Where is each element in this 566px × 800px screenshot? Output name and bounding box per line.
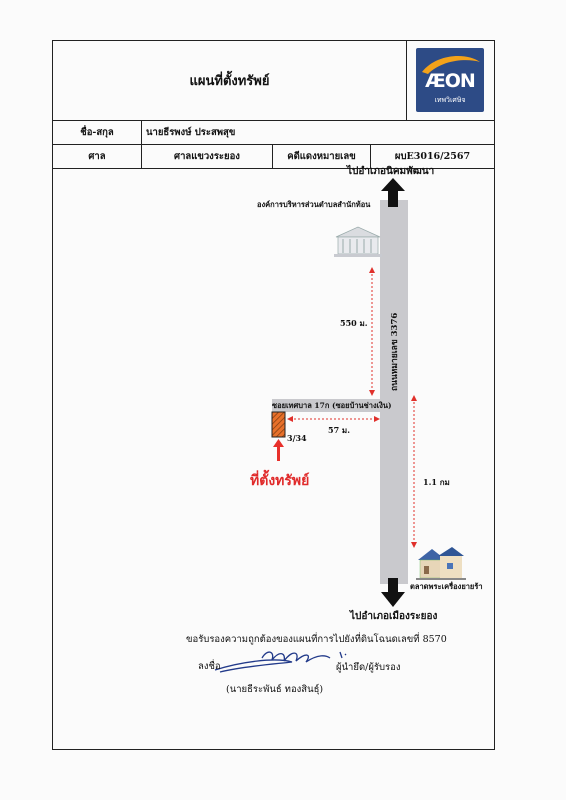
property-plot bbox=[271, 411, 286, 438]
distance-1-1-label: 1.1 กม bbox=[423, 477, 450, 487]
government-building-icon bbox=[334, 226, 382, 257]
name-label: ชื่อ-สกุล bbox=[53, 121, 142, 144]
logo-subtext: เทพวิเศษิจ bbox=[434, 96, 466, 104]
north-destination-label: ไปอำเภอนิคมพัฒนา bbox=[347, 166, 435, 177]
main-road bbox=[380, 200, 408, 584]
page-title: แผนที่ตั้งทรัพย์ bbox=[189, 74, 270, 89]
court-label: ศาล bbox=[53, 145, 142, 168]
document-frame: แผนที่ตั้งทรัพย์ ÆON เทพวิเศษิจ ชื่อ-สกุ… bbox=[52, 40, 495, 750]
market-building-icon bbox=[416, 547, 466, 580]
header: แผนที่ตั้งทรัพย์ ÆON เทพวิเศษิจ bbox=[53, 41, 494, 121]
south-arrow-icon bbox=[381, 578, 405, 607]
logo-text: ÆON bbox=[425, 70, 476, 92]
distance-arrowheads bbox=[287, 267, 417, 548]
property-pointer-arrow-icon bbox=[273, 439, 284, 461]
signature-image bbox=[214, 651, 347, 673]
property-location-label: ที่ตั้งทรัพย์ bbox=[250, 473, 310, 489]
house-number-label: 3/34 bbox=[287, 433, 307, 443]
logo-cell: ÆON เทพวิเศษิจ bbox=[406, 41, 495, 120]
sign-label: ลงชื่อ bbox=[198, 661, 221, 672]
soi-road bbox=[272, 399, 382, 412]
aeon-logo: ÆON เทพวิเศษิจ bbox=[416, 48, 484, 112]
north-arrow-icon bbox=[381, 178, 405, 207]
name-row: ชื่อ-สกุล นายธีรพงษ์ ประสพสุข bbox=[53, 121, 494, 145]
distance-550-label: 550 ม. bbox=[340, 318, 368, 328]
market-label: ตลาดพระเครื่องยายร้า bbox=[410, 582, 483, 591]
signer-name: (นายธีระพันธ์ ทองสินธุ์) bbox=[226, 684, 324, 695]
certification-text: ขอรับรองความถูกต้องของแผนที่การไปยังที่ด… bbox=[186, 634, 447, 645]
soi-label: ซอยเทศบาล 17ก (ซอยบ้านช่างเงิน) bbox=[272, 401, 392, 410]
court-row: ศาล ศาลแขวงระยอง คดีแดงหมายเลข ผบE3016/2… bbox=[53, 145, 494, 169]
distance-lines bbox=[290, 270, 415, 545]
name-value: นายธีรพงษ์ ประสพสุข bbox=[146, 127, 236, 138]
case-value: ผบE3016/2567 bbox=[394, 151, 471, 162]
admin-office-label: องค์การบริหารส่วนตำบลสำนักท้อน bbox=[257, 200, 371, 209]
logo-swoosh-icon bbox=[422, 56, 480, 74]
road-number-label: ถนนหมายเลข 3376 bbox=[390, 312, 400, 391]
case-label: คดีแดงหมายเลข bbox=[273, 145, 371, 168]
south-destination-label: ไปอำเภอเมืองระยอง bbox=[350, 611, 438, 622]
distance-57-label: 57 ม. bbox=[328, 425, 350, 435]
court-value: ศาลแขวงระยอง bbox=[142, 145, 273, 168]
signer-role: ผู้นำยึด/ผู้รับรอง bbox=[336, 662, 401, 673]
